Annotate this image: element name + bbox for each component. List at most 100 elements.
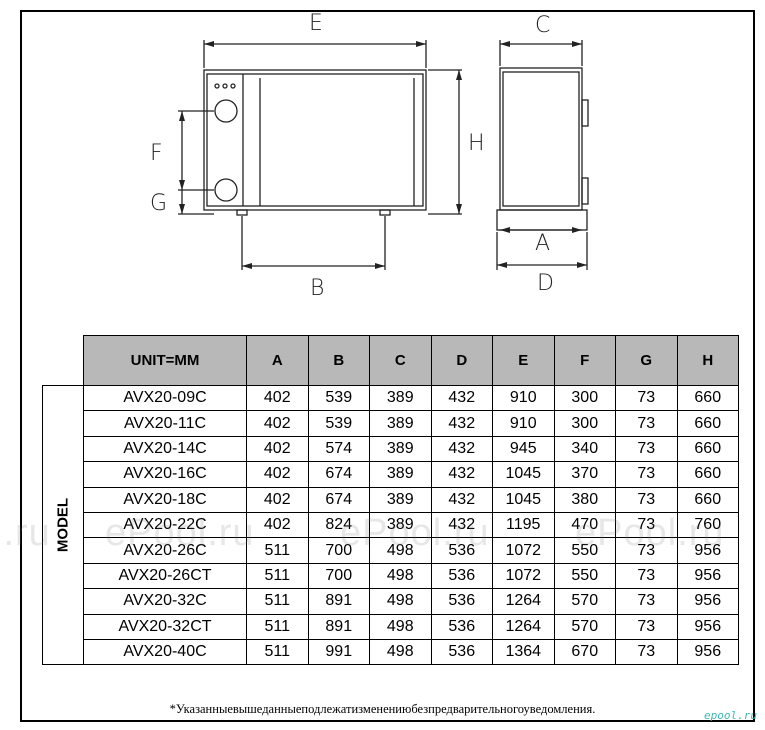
dimension-cell: 370 (553, 461, 616, 488)
dimension-cell: 536 (430, 613, 493, 640)
dimension-cell: 570 (553, 613, 616, 640)
side-view-body (499, 67, 583, 211)
model-name-cell: AVX20-32CT (83, 613, 247, 640)
dimension-cell: 539 (307, 410, 370, 437)
model-name-cell: AVX20-40C (83, 638, 247, 666)
dimension-cell: 539 (307, 384, 370, 412)
dimension-cell: 498 (369, 562, 432, 590)
model-name-cell: AVX20-32C (83, 588, 247, 615)
dimension-cell: 891 (307, 613, 370, 640)
dimension-cell: 432 (430, 461, 493, 488)
dimension-cell: 432 (430, 511, 493, 539)
dimension-cell: 402 (246, 461, 309, 488)
dimension-cell: 402 (246, 435, 309, 463)
dimension-cell: 945 (492, 435, 555, 463)
model-group-cell: MODEL (42, 384, 84, 666)
dimension-cell: 956 (676, 613, 739, 640)
water-inlet-circle (214, 99, 238, 123)
dim-label-e: E (309, 11, 323, 36)
dimension-cell: 73 (615, 588, 678, 615)
dimension-cell: 73 (615, 486, 678, 513)
dimension-cell: 389 (369, 486, 432, 513)
dimension-cell: 340 (553, 435, 616, 463)
model-name-cell: AVX20-16C (83, 461, 247, 488)
dimension-cell: 700 (307, 562, 370, 590)
dimension-cell: 1045 (492, 461, 555, 488)
model-name-cell: AVX20-14C (83, 435, 247, 463)
dimension-cell: 389 (369, 410, 432, 437)
dimension-cell: 660 (676, 384, 739, 412)
dimension-cell: 73 (615, 410, 678, 437)
dimension-cell: 536 (430, 588, 493, 615)
model-name-cell: AVX20-18C (83, 486, 247, 513)
dimension-cell: 73 (615, 562, 678, 590)
dimension-cell: 910 (492, 410, 555, 437)
dimension-cell: 402 (246, 486, 309, 513)
dimension-cell: 550 (553, 562, 616, 590)
dimension-cell: 73 (615, 435, 678, 463)
dimension-cell: 432 (430, 384, 493, 412)
site-logo: epool.ru (704, 709, 757, 722)
dimension-cell: 432 (430, 410, 493, 437)
header-f: F (553, 335, 616, 386)
dimension-cell: 660 (676, 461, 739, 488)
dim-label-h: H (468, 131, 485, 156)
dimension-cell: 402 (246, 511, 309, 539)
dimension-cell: 1072 (492, 562, 555, 590)
dim-label-d: D (537, 271, 554, 296)
model-group-label: MODEL (54, 498, 72, 553)
dimension-cell: 511 (246, 613, 309, 640)
header-c: C (369, 335, 432, 386)
dimension-cell: 402 (246, 410, 309, 437)
dim-label-f: F (150, 141, 163, 166)
dimension-cell: 660 (676, 486, 739, 513)
water-outlet-circle (214, 178, 238, 202)
dimension-cell: 1045 (492, 486, 555, 513)
dimension-cell: 956 (676, 562, 739, 590)
dimension-cell: 73 (615, 384, 678, 412)
dimension-cell: 536 (430, 562, 493, 590)
dimension-cell: 550 (553, 537, 616, 564)
dimension-cell: 824 (307, 511, 370, 539)
dim-label-a: A (535, 231, 550, 256)
dimension-cell: 498 (369, 588, 432, 615)
dimension-cell: 660 (676, 435, 739, 463)
dimension-cell: 910 (492, 384, 555, 412)
dim-label-b: B (310, 276, 324, 301)
dimension-cell: 511 (246, 537, 309, 564)
dimension-cell: 470 (553, 511, 616, 539)
dim-label-c: C (535, 13, 550, 38)
model-name-cell: AVX20-26CT (83, 562, 247, 590)
dimension-cell: 432 (430, 486, 493, 513)
dimension-cell: 511 (246, 588, 309, 615)
dimension-cell: 670 (553, 638, 616, 666)
dimension-cell: 891 (307, 588, 370, 615)
dimension-cell: 536 (430, 638, 493, 666)
header-unit: UNIT=MM (83, 335, 247, 386)
dimension-cell: 73 (615, 537, 678, 564)
footnote: *Указанныевышеданныеподлежатизменениюбез… (169, 702, 596, 716)
dimension-cell: 73 (615, 511, 678, 539)
dimension-cell: 674 (307, 486, 370, 513)
dimension-cell: 73 (615, 461, 678, 488)
table-header-row: UNIT=MM A B C D E F G H (42, 335, 739, 386)
dimension-cell: 956 (676, 537, 739, 564)
dimension-cell: 73 (615, 638, 678, 666)
page-frame (20, 10, 755, 722)
dimension-cell: 1264 (492, 613, 555, 640)
header-h: H (676, 335, 739, 386)
dimension-cell: 380 (553, 486, 616, 513)
model-name-cell: AVX20-26C (83, 537, 247, 564)
model-name-cell: AVX20-11C (83, 410, 247, 437)
dimension-cell: 674 (307, 461, 370, 488)
